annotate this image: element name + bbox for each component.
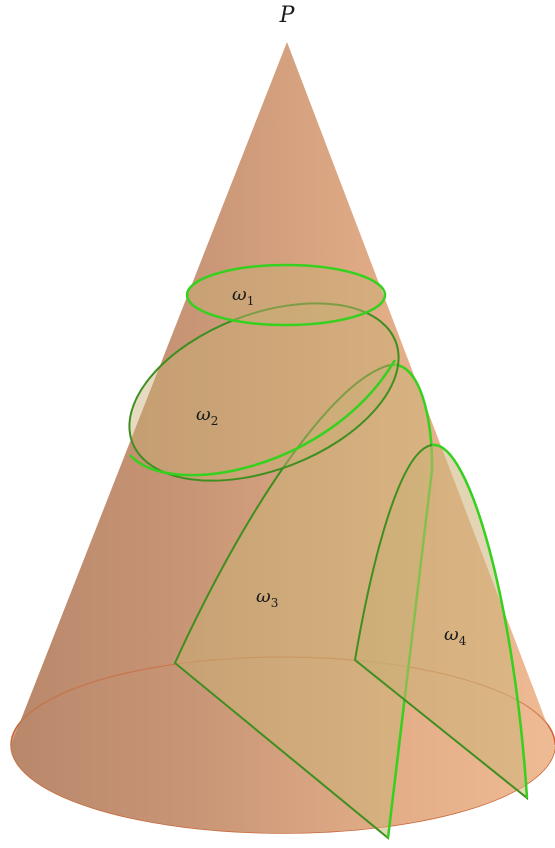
label-omega-1: ω1 [232, 284, 254, 308]
ellipse-curve-front [129, 359, 397, 477]
hyperbola-curve-front [431, 443, 529, 799]
ellipse-section [128, 302, 400, 482]
label-omega-3: ω3 [256, 586, 278, 610]
apex-label: P [279, 3, 296, 28]
circle-section [185, 263, 387, 327]
label-omega-2: ω2 [196, 404, 218, 428]
label-omega-4: ω4 [444, 624, 467, 648]
